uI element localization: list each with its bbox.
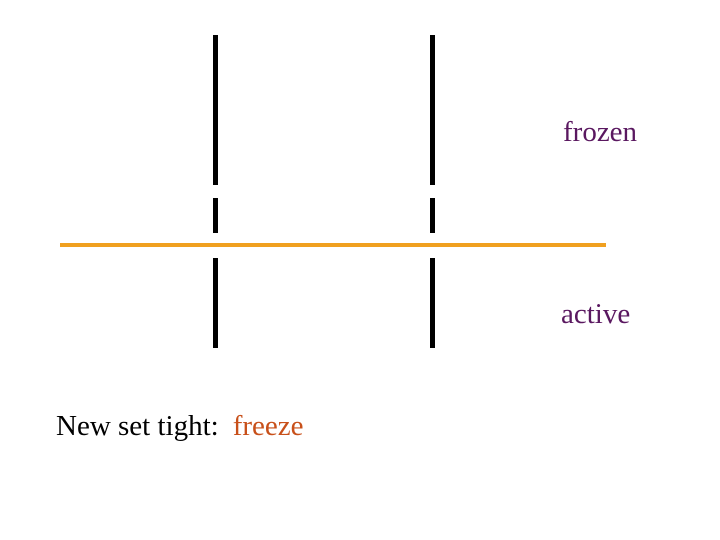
right-bar-upper <box>430 35 435 185</box>
active-label: active <box>561 298 631 330</box>
right-bar-middle <box>430 198 435 233</box>
left-bar-upper <box>213 35 218 185</box>
right-bar-lower <box>430 258 435 348</box>
divider-line <box>60 243 606 247</box>
caption: New set tight: freeze <box>56 412 304 441</box>
caption-value: freeze <box>232 410 304 442</box>
left-bar-lower <box>213 258 218 348</box>
left-bar-middle <box>213 198 218 233</box>
frozen-label: frozen <box>563 116 638 148</box>
caption-prefix: New set tight: <box>56 410 219 442</box>
